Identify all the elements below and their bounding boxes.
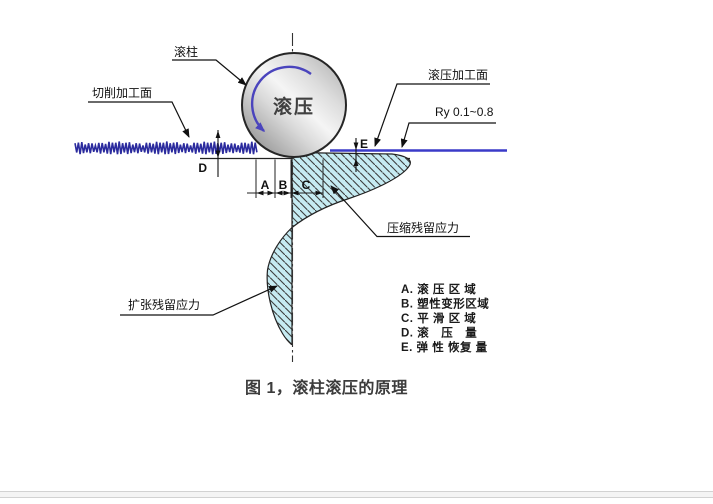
cut-surface-leader (88, 101, 190, 138)
tensile-stress-label: 扩张残留应力 (128, 297, 200, 312)
roller-label: 滚柱 (174, 44, 198, 59)
compressive-stress-lobe (291, 151, 411, 229)
roller-surface-text: 滚压 (273, 95, 315, 118)
legend-item: D. 滚 压 量 (401, 326, 477, 340)
legend-item: E. 弹 性 恢复 量 (401, 340, 488, 354)
compressive-stress-leader (330, 185, 470, 238)
rolled-surface-leader (374, 83, 490, 147)
dim-b-label: B (279, 178, 288, 192)
legend-item: B. 塑性变形区域 (401, 297, 489, 311)
tensile-stress-leader (120, 285, 278, 316)
compressive-stress-label: 压缩残留应力 (387, 220, 459, 235)
bottom-divider (0, 491, 713, 498)
legend: A. 滚 压 区 域 B. 塑性变形区域 C. 平 滑 区 域 D. 滚 压 量… (401, 282, 489, 354)
dim-a-label: A (261, 178, 270, 192)
roughness-label: Ry 0.1~0.8 (435, 105, 494, 119)
rotation-arrow (250, 65, 312, 133)
dim-c-label: C (302, 178, 311, 192)
roughness-leader (400, 122, 496, 148)
dim-e-label: E (360, 137, 368, 151)
e-dimension (353, 138, 359, 172)
tensile-stress-lobe (266, 226, 293, 346)
roller-circle (241, 52, 347, 158)
d-dimension (215, 130, 221, 177)
rough-surface-line (74, 141, 258, 155)
roller-leader (172, 59, 247, 86)
figure-caption: 图 1，滚柱滚压的原理 (245, 378, 408, 397)
abc-dimension-arrows (256, 190, 323, 196)
dim-d-label: D (198, 161, 207, 175)
legend-item: C. 平 滑 区 域 (401, 311, 476, 325)
legend-item: A. 滚 压 区 域 (401, 282, 476, 296)
rolled-surface-label: 滚压加工面 (428, 67, 488, 82)
cut-surface-label: 切削加工面 (92, 86, 152, 100)
